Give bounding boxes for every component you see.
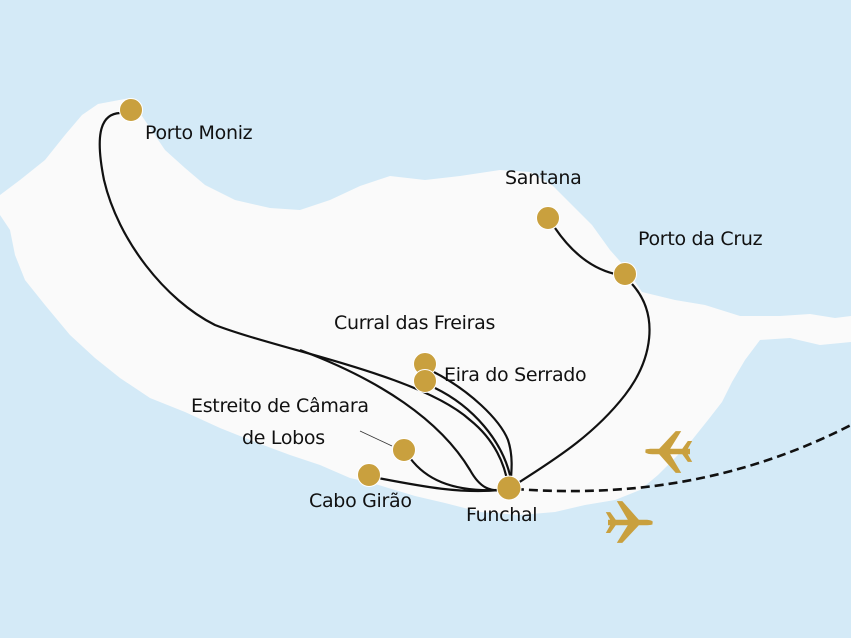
label-santana: Santana xyxy=(505,167,582,189)
estreito-leader-line xyxy=(359,430,393,447)
route-cabo-girao-funchal xyxy=(377,476,501,493)
label-funchal: Funchal xyxy=(466,504,538,526)
label-cabo-girao: Cabo Girão xyxy=(309,490,412,512)
marker-estreito[interactable] xyxy=(392,438,416,462)
route-eira-funchal xyxy=(434,387,514,486)
route-santana-porto-da-cruz xyxy=(554,227,616,276)
island-madeira xyxy=(0,98,851,515)
label-porto-da-cruz: Porto da Cruz xyxy=(638,228,763,250)
marker-porto-moniz[interactable] xyxy=(119,98,143,122)
label-estreito-line2: de Lobos xyxy=(242,427,325,449)
marker-funchal[interactable] xyxy=(496,475,522,501)
flight-route xyxy=(514,423,851,493)
route-curral-funchal xyxy=(429,369,513,489)
airplane-landing-icon xyxy=(645,431,693,473)
marker-cabo-girao[interactable] xyxy=(357,463,381,487)
route-west-funchal xyxy=(299,348,506,492)
route-porto-moniz-funchal xyxy=(98,111,510,486)
marker-porto-da-cruz[interactable] xyxy=(613,262,637,286)
marker-santana[interactable] xyxy=(536,206,560,230)
label-estreito-line1: Estreito de Câmara xyxy=(191,395,369,417)
airplane-departure-icon xyxy=(605,501,653,543)
route-porto-da-cruz-funchal xyxy=(511,283,651,488)
label-porto-moniz: Porto Moniz xyxy=(145,122,253,144)
label-curral-das-freiras: Curral das Freiras xyxy=(334,312,496,334)
label-eira-do-serrado: Eira do Serrado xyxy=(444,364,587,386)
marker-eira-do-serrado[interactable] xyxy=(413,369,437,393)
